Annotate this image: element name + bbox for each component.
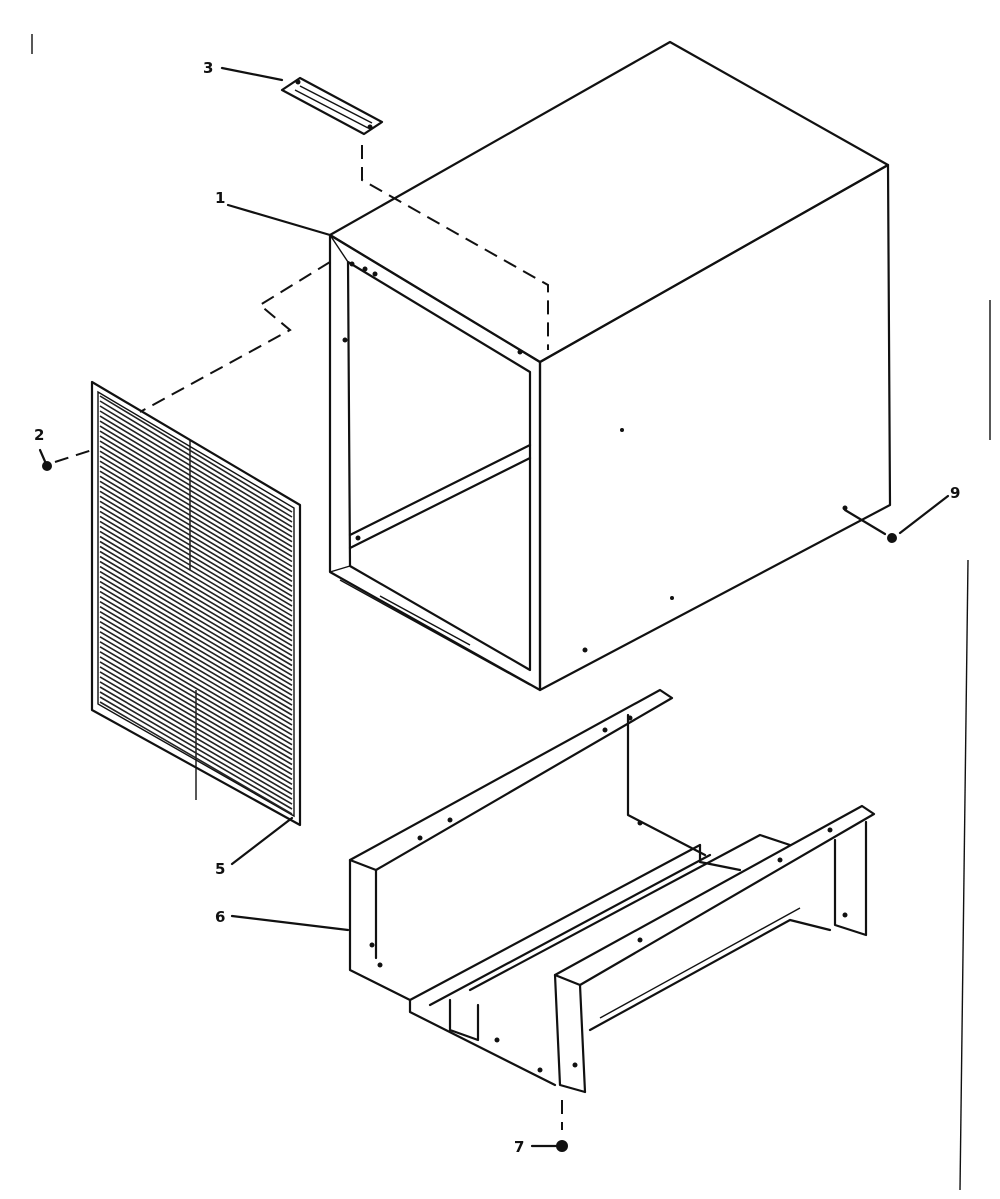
grille-louver <box>99 520 293 637</box>
cabinet-sleeve <box>328 40 892 692</box>
grille-louver <box>99 470 293 587</box>
grille-louver <box>99 631 293 746</box>
screw-part-9 <box>843 508 897 543</box>
front-grille <box>90 380 302 827</box>
grille-louver <box>99 616 293 731</box>
grille-louver <box>99 681 293 795</box>
grille-louver <box>99 545 293 662</box>
grille-louver <box>99 490 293 607</box>
leader-3 <box>220 66 284 82</box>
nameplate <box>280 76 384 136</box>
grille-louver <box>99 405 293 523</box>
leader-1 <box>226 203 332 237</box>
grille-louver <box>99 530 293 647</box>
base-frame <box>348 688 876 1094</box>
grille-louver <box>99 641 293 756</box>
grille-louver <box>99 535 293 652</box>
grille-louver <box>99 515 293 632</box>
grille-louver <box>99 485 293 602</box>
grille-louver <box>99 435 293 553</box>
grille-louver <box>99 445 293 563</box>
grille-louver <box>99 395 293 513</box>
grille-louver <box>99 555 293 672</box>
grille-louver <box>99 410 293 528</box>
leader-6 <box>230 914 350 932</box>
grille-louver <box>99 606 293 721</box>
grille-louver <box>99 400 293 518</box>
grille-louver <box>99 646 293 761</box>
grille-louver <box>99 611 293 726</box>
callout-1: 1 <box>215 189 225 207</box>
grille-louver <box>99 656 293 771</box>
grille-louver <box>99 575 293 691</box>
screw-part-7 <box>530 1100 568 1152</box>
grille-louver <box>99 580 293 696</box>
grille-louver <box>99 601 293 716</box>
grille-louver <box>99 565 293 681</box>
grille-louver <box>99 450 293 568</box>
grille-louver <box>99 676 293 790</box>
leader-5 <box>230 816 294 866</box>
assembly-line-grille <box>139 261 331 413</box>
grille-louver <box>99 440 293 558</box>
grille-louver <box>99 585 293 701</box>
grille-louver <box>99 455 293 573</box>
grille-louver <box>99 495 293 612</box>
grille-louver <box>99 671 293 785</box>
grille-louver <box>99 661 293 776</box>
callout-6: 6 <box>215 908 225 926</box>
callout-2: 2 <box>34 426 44 444</box>
grille-louver <box>99 686 293 800</box>
grille-louver <box>99 621 293 736</box>
assembly-line-nameplate <box>361 145 549 350</box>
grille-louver <box>99 540 293 657</box>
grille-louver <box>99 636 293 751</box>
grille-louver <box>99 525 293 642</box>
grille-louver <box>99 701 293 815</box>
scan-edge-right <box>959 559 969 1191</box>
grille-louver <box>99 560 293 677</box>
grille-louver <box>99 425 293 543</box>
grille-louver <box>99 480 293 597</box>
grille-louver <box>99 666 293 780</box>
grille-louver <box>99 510 293 627</box>
grille-louver <box>99 590 293 706</box>
callout-7: 7 <box>514 1138 524 1156</box>
grille-louver <box>99 691 293 805</box>
grille-louver <box>99 475 293 592</box>
screw-part-2 <box>38 448 52 471</box>
grille-louver <box>99 465 293 582</box>
leader-9 <box>898 494 950 535</box>
grille-louver <box>99 626 293 741</box>
grille-louver <box>99 430 293 548</box>
callout-9: 9 <box>950 484 960 502</box>
grille-louver <box>99 460 293 578</box>
grille-louver <box>99 420 293 538</box>
grille-louver <box>99 550 293 667</box>
assembly-line-screw <box>54 449 93 463</box>
grille-louver <box>99 570 293 686</box>
grille-louver <box>99 415 293 533</box>
grille-louver <box>99 651 293 766</box>
callout-5: 5 <box>215 860 225 878</box>
grille-louver <box>99 505 293 622</box>
callout-3: 3 <box>203 59 213 77</box>
grille-louver <box>99 596 293 711</box>
grille-louver <box>99 696 293 810</box>
grille-louver <box>99 500 293 617</box>
